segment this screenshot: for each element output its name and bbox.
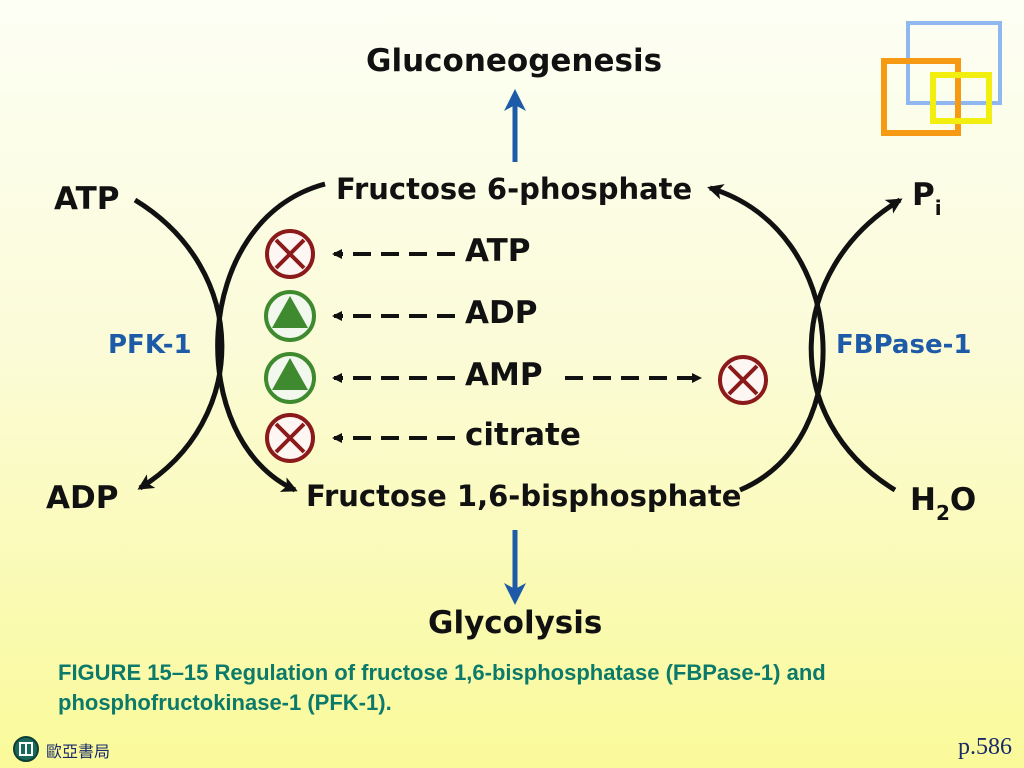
left-adp-label: ADP bbox=[46, 480, 119, 516]
page-number: p.586 bbox=[958, 734, 1012, 760]
regulator-adp-label: ADP bbox=[465, 295, 538, 331]
pfk-atp-adp-arrow bbox=[133, 197, 225, 491]
pfk-1-label: PFK-1 bbox=[108, 330, 192, 360]
pfk-main-arrow bbox=[215, 181, 326, 493]
publisher-name: 歐亞書局 bbox=[46, 742, 111, 761]
fbpase-main-arrow bbox=[707, 184, 826, 493]
regulator-atp-label: ATP bbox=[465, 233, 531, 269]
gluconeogenesis-label: Gluconeogenesis bbox=[366, 43, 663, 79]
pi-label: Pi bbox=[912, 177, 942, 220]
activate-icon-adp bbox=[264, 290, 316, 342]
inhibit-icon-atp bbox=[265, 229, 315, 279]
fructose-6-phosphate-label: Fructose 6-phosphate bbox=[336, 172, 693, 206]
h2o-label: H2O bbox=[910, 482, 977, 525]
figure-caption: FIGURE 15–15 Regulation of fructose 1,6-… bbox=[58, 660, 826, 715]
activate-icon-amp bbox=[264, 352, 316, 404]
regulator-citrate-label: citrate bbox=[465, 417, 581, 453]
regulator-amp-label: AMP bbox=[465, 357, 543, 393]
fbpase-h2o-pi-arrow bbox=[808, 197, 903, 493]
inhibit-icon-citrate bbox=[265, 413, 315, 463]
glycolysis-label: Glycolysis bbox=[428, 605, 603, 641]
left-atp-label: ATP bbox=[54, 181, 120, 217]
fbpase-1-label: FBPase-1 bbox=[836, 330, 972, 360]
fructose-1-6-bisphosphate-label: Fructose 1,6-bisphosphate bbox=[306, 479, 742, 513]
publisher-logo-icon bbox=[12, 735, 40, 768]
inhibit-icon-amp-fbpase bbox=[718, 355, 768, 405]
